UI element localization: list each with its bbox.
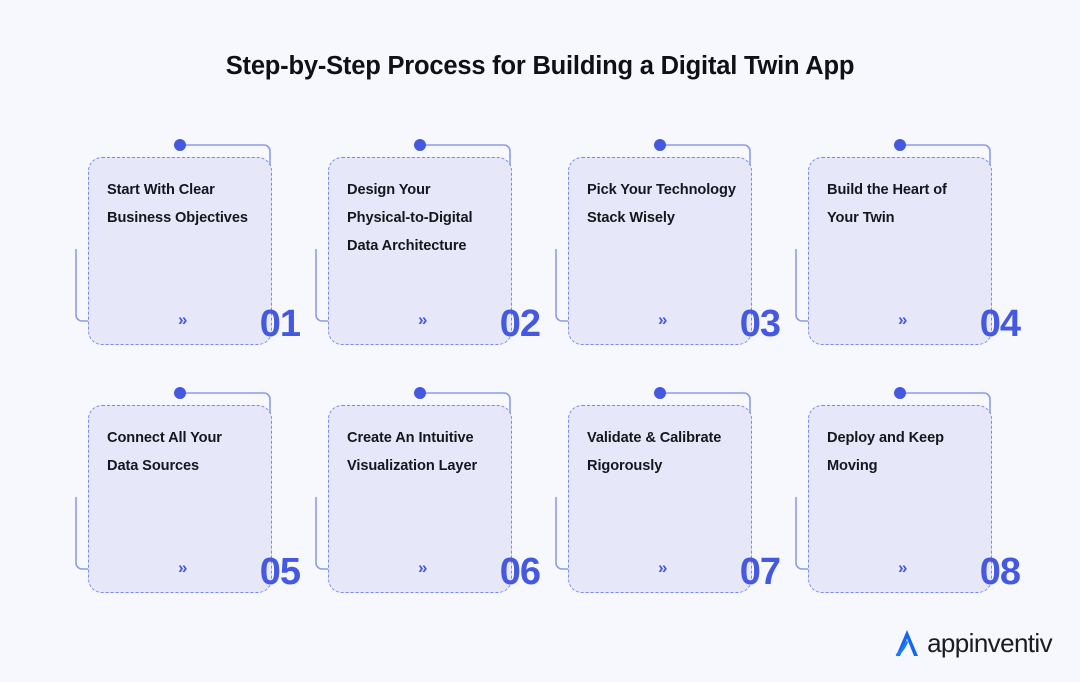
step-card[interactable]: Design Your Physical-to-Digital Data Arc… [300,137,541,349]
step-number: 06 [499,551,541,593]
brand-logo: appinventiv [890,626,1053,660]
step-label: Create An Intuitive Visualization Layer [347,430,478,474]
step-arrow-icon: » [178,310,188,329]
step-card[interactable]: Start With Clear Business Objectives » 0… [60,137,301,349]
step-card-box: Validate & Calibrate Rigorously [568,405,752,593]
step-card-box: Start With Clear Business Objectives [88,157,272,345]
step-card-box: Design Your Physical-to-Digital Data Arc… [328,157,512,345]
step-number: 02 [499,303,541,345]
step-arrow-icon: » [898,310,908,329]
step-number: 01 [259,303,301,345]
step-card-box: Create An Intuitive Visualization Layer [328,405,512,593]
step-label: Deploy and Keep Moving [827,430,944,474]
step-card[interactable]: Deploy and Keep Moving » 08 [780,385,1021,597]
step-number: 08 [979,551,1021,593]
step-card[interactable]: Build the Heart of Your Twin » 04 [780,137,1021,349]
step-number: 05 [259,551,301,593]
step-arrow-icon: » [178,558,188,577]
step-number: 07 [739,551,781,593]
step-card[interactable]: Create An Intuitive Visualization Layer … [300,385,541,597]
step-label: Start With Clear Business Objectives [107,182,248,226]
step-label: Build the Heart of Your Twin [827,182,947,226]
step-number: 04 [979,303,1021,345]
step-arrow-icon: » [898,558,908,577]
step-arrow-icon: » [418,310,428,329]
step-card-box: Deploy and Keep Moving [808,405,992,593]
step-arrow-icon: » [658,558,668,577]
brand-wordmark: appinventiv [927,627,1053,658]
step-arrow-icon: » [418,558,428,577]
step-card[interactable]: Validate & Calibrate Rigorously » 07 [540,385,781,597]
step-number: 03 [739,303,781,345]
step-arrow-icon: » [658,310,668,329]
step-label: Connect All Your Data Sources [107,430,222,474]
page-title: Step-by-Step Process for Building a Digi… [225,52,855,80]
step-label: Validate & Calibrate Rigorously [587,430,722,474]
step-label: Pick Your Technology Stack Wisely [587,182,736,226]
step-card-box: Build the Heart of Your Twin [808,157,992,345]
step-card-box: Pick Your Technology Stack Wisely [568,157,752,345]
appinventiv-logo-mark [895,630,919,657]
step-label: Design Your Physical-to-Digital Data Arc… [347,182,473,254]
step-card[interactable]: Pick Your Technology Stack Wisely » 03 [540,137,781,349]
step-card-box: Connect All Your Data Sources [88,405,272,593]
step-card[interactable]: Connect All Your Data Sources » 05 [60,385,301,597]
